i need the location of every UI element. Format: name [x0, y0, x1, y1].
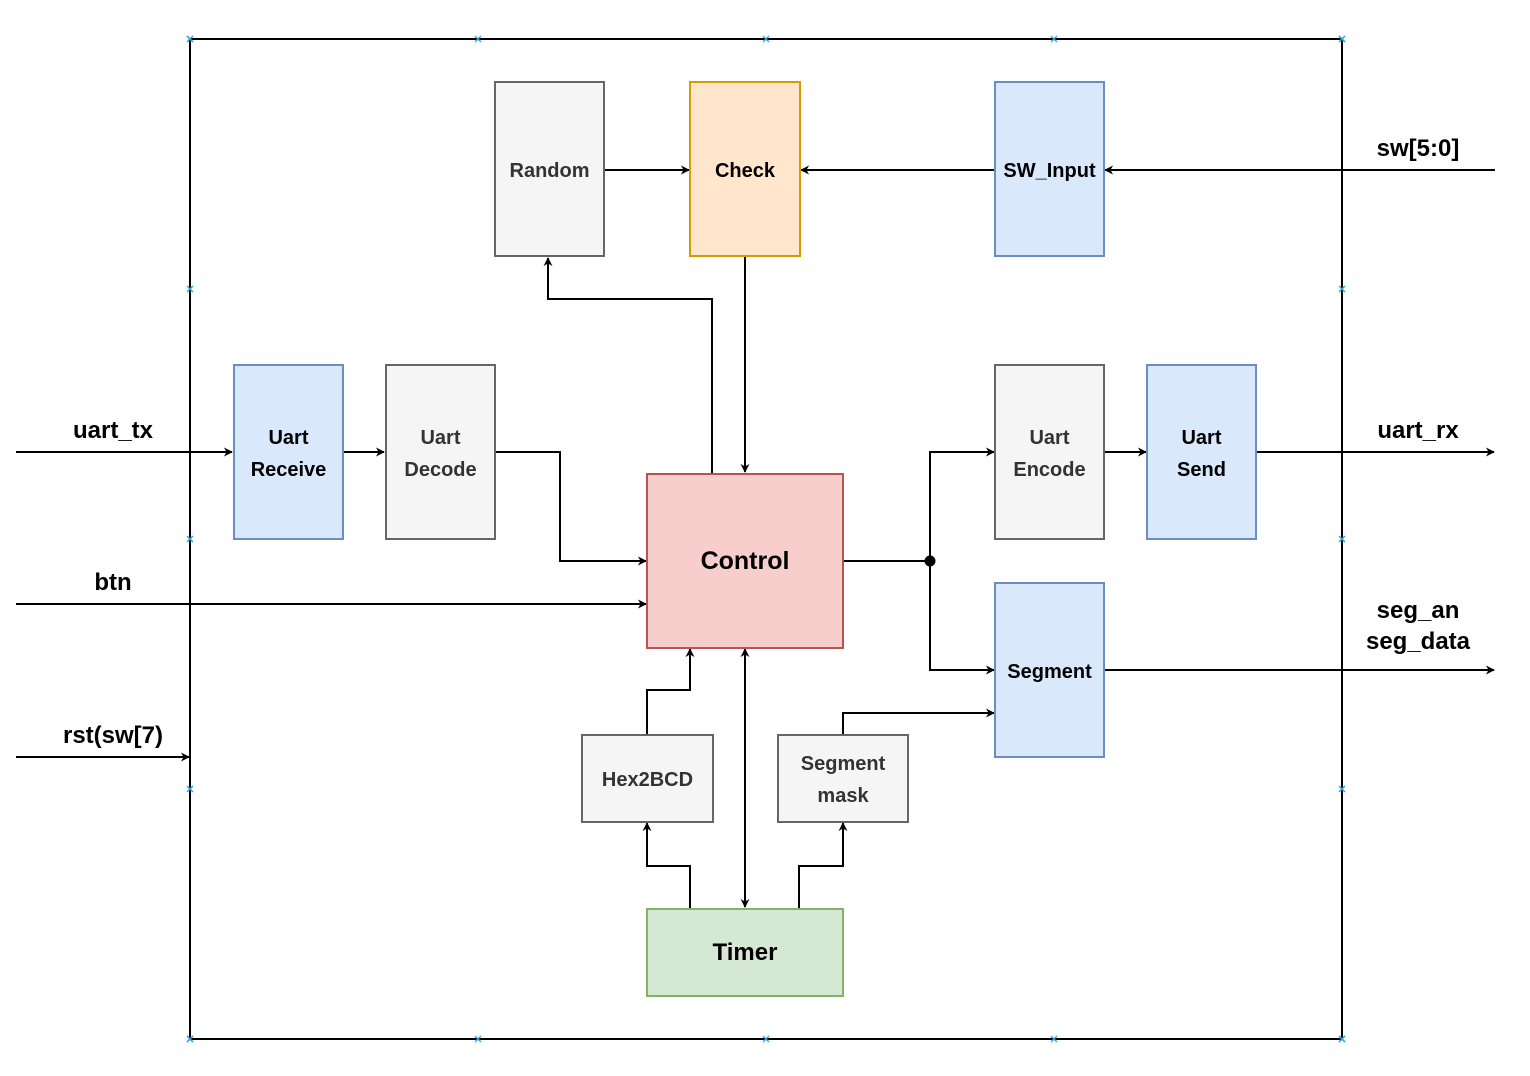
wire-timer-hex2bcd: [642, 822, 691, 909]
uart-decode-label-line2: Decode: [404, 459, 476, 481]
segment-block: Segment: [994, 582, 1105, 758]
port-uart-rx: uart_rx: [1377, 417, 1459, 444]
frame-marker: [474, 1035, 482, 1043]
check-block: Check: [689, 81, 801, 257]
frame-markers: [186, 35, 1346, 1043]
wire-junction-encode: [929, 447, 995, 561]
segment-mask-block: Segment mask: [777, 734, 909, 823]
frame-marker: [1338, 285, 1346, 293]
frame-marker: [1338, 535, 1346, 543]
frame-marker: [186, 785, 194, 793]
wire-control-random: [543, 257, 713, 473]
random-label: Random: [510, 160, 590, 182]
frame-marker: [186, 35, 194, 43]
wire-junction-segment: [929, 561, 995, 675]
frame-marker: [186, 285, 194, 293]
frame-marker: [474, 35, 482, 43]
frame-marker: [762, 35, 770, 43]
frame-marker: [1338, 1035, 1346, 1043]
hex2bcd-label: Hex2BCD: [602, 769, 693, 791]
frame-marker: [762, 1035, 770, 1043]
wire-hex2bcd-control: [646, 648, 695, 735]
uart-send-block: Uart Send: [1146, 364, 1257, 540]
port-seg-data: seg_data: [1366, 628, 1471, 655]
segment-label: Segment: [1007, 661, 1092, 683]
uart-receive-label-line1: Uart: [268, 427, 308, 449]
uart-send-label-line2: Send: [1177, 459, 1226, 481]
check-label: Check: [715, 160, 776, 182]
wire-timer-mask: [798, 822, 848, 909]
frame-marker: [1050, 1035, 1058, 1043]
uart-decode-block: Uart Decode: [385, 364, 496, 540]
sw-input-block: SW_Input: [994, 81, 1105, 257]
uart-encode-label-line2: Encode: [1013, 459, 1085, 481]
segment-mask-label-line2: mask: [817, 785, 869, 807]
uart-receive-block: Uart Receive: [233, 364, 344, 540]
junction-dot: [924, 555, 936, 567]
port-sw: sw[5:0]: [1377, 135, 1460, 162]
uart-encode-block: Uart Encode: [994, 364, 1105, 540]
port-seg-an: seg_an: [1377, 597, 1460, 624]
frame-marker: [1338, 35, 1346, 43]
uart-receive-label-line2: Receive: [251, 459, 327, 481]
connections: [16, 165, 1495, 909]
wire-decode-control: [495, 451, 647, 566]
control-block: Control: [646, 473, 844, 649]
control-label: Control: [701, 547, 790, 575]
uart-decode-label-line1: Uart: [420, 427, 460, 449]
port-rst: rst(sw[7): [63, 722, 163, 749]
frame-marker: [186, 1035, 194, 1043]
wire-mask-segment: [842, 708, 995, 735]
frame-marker: [1338, 785, 1346, 793]
timer-block: Timer: [646, 908, 844, 997]
timer-label: Timer: [713, 939, 778, 966]
port-uart-tx: uart_tx: [73, 417, 154, 444]
frame-marker: [186, 535, 194, 543]
uart-send-label-line1: Uart: [1181, 427, 1221, 449]
port-btn: btn: [94, 569, 131, 596]
uart-encode-label-line1: Uart: [1029, 427, 1069, 449]
sw-input-label: SW_Input: [1003, 160, 1096, 182]
frame-marker: [1050, 35, 1058, 43]
hex2bcd-block: Hex2BCD: [581, 734, 714, 823]
segment-mask-label-line1: Segment: [801, 753, 886, 775]
random-block: Random: [494, 81, 605, 257]
